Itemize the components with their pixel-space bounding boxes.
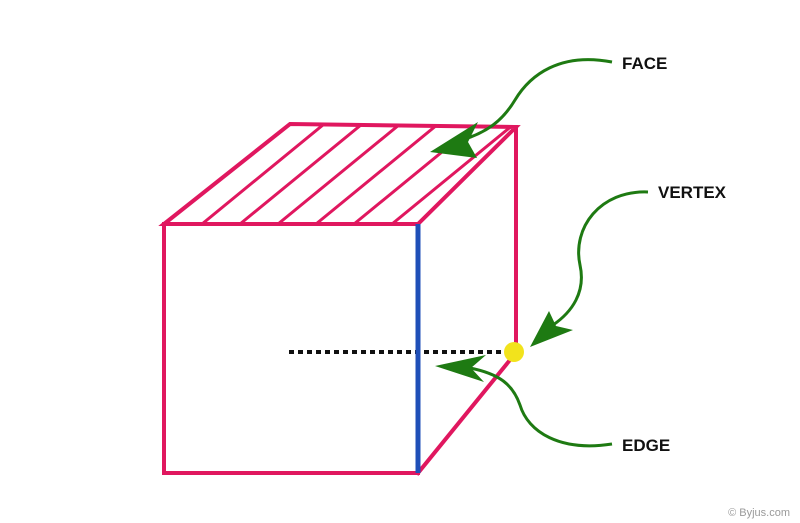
face-arrow (430, 58, 613, 158)
watermark: © Byjus.com (728, 507, 790, 519)
front-face-outline (162, 222, 420, 475)
edge-arrow (435, 355, 613, 448)
face-label: FACE (622, 54, 667, 73)
vertex-arrow (530, 190, 649, 347)
vertex-label: VERTEX (658, 183, 727, 202)
vertex-dot (504, 342, 524, 362)
top-face-hatching (200, 124, 516, 224)
edge-label: EDGE (622, 436, 670, 455)
bottom-right-edge (415, 352, 517, 476)
cube-outline (158, 121, 521, 476)
